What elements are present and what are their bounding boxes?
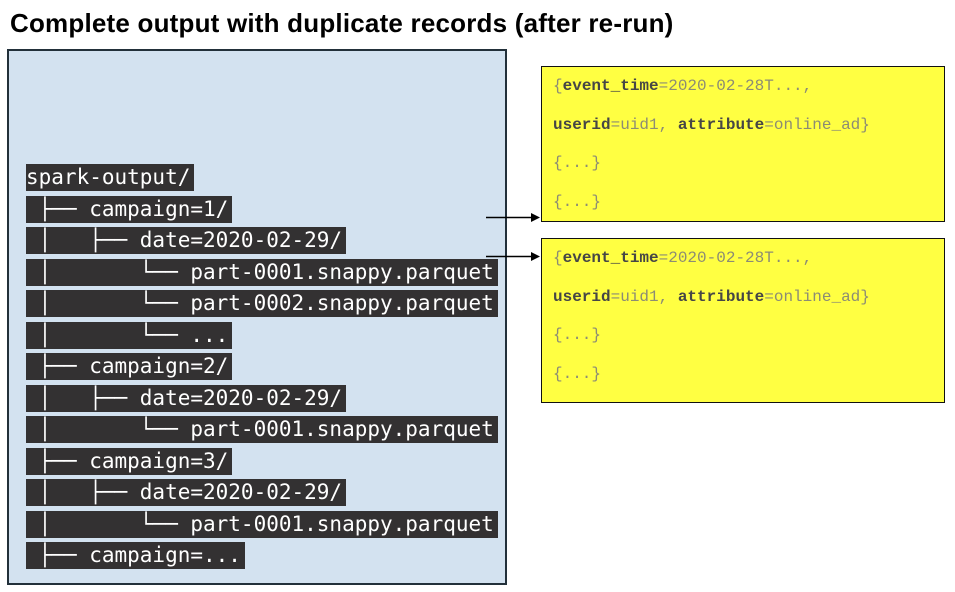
record-field-value: {...} bbox=[553, 326, 602, 344]
record-line: {...} bbox=[553, 192, 934, 212]
spark-output-panel: spark-output/ ├── campaign=1/ │ ├── date… bbox=[7, 49, 507, 585]
tree-row: ├── campaign=3/ bbox=[26, 447, 498, 475]
record-field-value: { bbox=[553, 249, 563, 267]
record-field-value: =2020-02-28T..., bbox=[658, 249, 813, 267]
tree-row: │ └── ... bbox=[26, 321, 498, 349]
tree-node-label: │ └── ... bbox=[26, 321, 233, 349]
tree-node-label: │ ├── date=2020-02-29/ bbox=[26, 227, 347, 254]
record-field-value: =online_ad} bbox=[764, 287, 870, 306]
tree-row: │ └── part-0001.snappy.parquet bbox=[26, 258, 498, 286]
file-tree: spark-output/ ├── campaign=1/ │ ├── date… bbox=[26, 164, 498, 574]
record-line: {...} bbox=[553, 325, 934, 345]
tree-row: spark-output/ bbox=[26, 164, 498, 191]
record-field-value: {...} bbox=[553, 154, 602, 172]
tree-row: ├── campaign=... bbox=[26, 542, 498, 569]
record-line: {...} bbox=[553, 153, 934, 173]
record-box-1: {event_time=2020-02-28T..., userid=uid1, … bbox=[541, 66, 945, 222]
record-field-value: =uid1, bbox=[610, 287, 678, 306]
record-field-key: event_time bbox=[562, 77, 659, 95]
tree-node-label: ├── campaign=3/ bbox=[26, 447, 233, 475]
tree-row: │ └── part-0001.snappy.parquet bbox=[26, 416, 498, 443]
record-line: {event_time=2020-02-28T..., bbox=[553, 248, 934, 268]
record-field-value: {...} bbox=[553, 364, 602, 383]
diagram-title: Complete output with duplicate records (… bbox=[10, 8, 674, 38]
record-field-key: userid bbox=[553, 287, 611, 306]
record-line: userid=uid1, attribute=online_ad} bbox=[553, 115, 934, 135]
tree-node-label: │ ├── date=2020-02-29/ bbox=[26, 384, 347, 412]
tree-node-label: │ └── part-0001.snappy.parquet bbox=[26, 416, 498, 443]
record-field-value: { bbox=[553, 77, 563, 95]
tree-row: ├── campaign=1/ bbox=[26, 195, 498, 223]
record-field-key: userid bbox=[553, 115, 611, 134]
tree-node-label: │ ├── date=2020-02-29/ bbox=[26, 479, 347, 506]
record-field-value: =2020-02-28T..., bbox=[658, 77, 813, 95]
record-line: {event_time=2020-02-28T..., bbox=[553, 76, 934, 96]
record-box-2: {event_time=2020-02-28T..., userid=uid1, … bbox=[541, 238, 945, 403]
tree-row: │ ├── date=2020-02-29/ bbox=[26, 384, 498, 412]
tree-row: │ ├── date=2020-02-29/ bbox=[26, 227, 498, 254]
record-field-value: =online_ad} bbox=[764, 115, 870, 134]
tree-node-label: │ └── part-0001.snappy.parquet bbox=[26, 510, 498, 538]
tree-row: │ └── part-0002.snappy.parquet bbox=[26, 290, 498, 317]
tree-node-label: ├── campaign=... bbox=[26, 542, 245, 569]
tree-node-label: ├── campaign=1/ bbox=[26, 195, 233, 223]
record-field-key: event_time bbox=[562, 249, 659, 267]
record-field-key: attribute bbox=[677, 115, 765, 134]
record-field-value: =uid1, bbox=[610, 115, 678, 134]
record-line: {...} bbox=[553, 364, 934, 384]
tree-node-label: │ └── part-0001.snappy.parquet bbox=[26, 258, 498, 286]
tree-row: │ └── part-0001.snappy.parquet bbox=[26, 510, 498, 538]
record-line: userid=uid1, attribute=online_ad} bbox=[553, 287, 934, 307]
record-field-key: attribute bbox=[677, 287, 765, 306]
tree-node-label: ├── campaign=2/ bbox=[26, 353, 233, 380]
tree-node-label: │ └── part-0002.snappy.parquet bbox=[26, 290, 498, 317]
tree-row: │ ├── date=2020-02-29/ bbox=[26, 479, 498, 506]
record-field-value: {...} bbox=[553, 192, 602, 211]
tree-node-label: spark-output/ bbox=[26, 164, 195, 191]
tree-row: ├── campaign=2/ bbox=[26, 353, 498, 380]
